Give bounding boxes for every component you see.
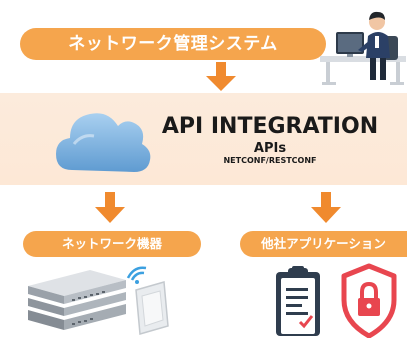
down-arrow-top [206,62,236,91]
network-switch-icon [28,270,126,330]
down-arrow-left [95,192,125,223]
integration-title: API INTEGRATION [161,114,379,139]
network-devices-label: ネットワーク機器 [23,231,201,257]
person-at-desk-icon [320,11,406,85]
third-party-apps-label: 他社アプリケーション [240,231,407,257]
top-banner-label: ネットワーク管理システム [68,34,278,54]
cloud-icon [56,113,151,172]
wireless-access-point-icon [126,266,169,335]
security-shield-icon [341,263,397,338]
integration-subtitle: APIs [253,141,287,156]
clipboard-checklist-icon [276,266,320,336]
top-banner [20,28,326,60]
integration-protocols: NETCONF/RESTCONF [223,156,317,165]
down-arrow-right [311,192,341,223]
